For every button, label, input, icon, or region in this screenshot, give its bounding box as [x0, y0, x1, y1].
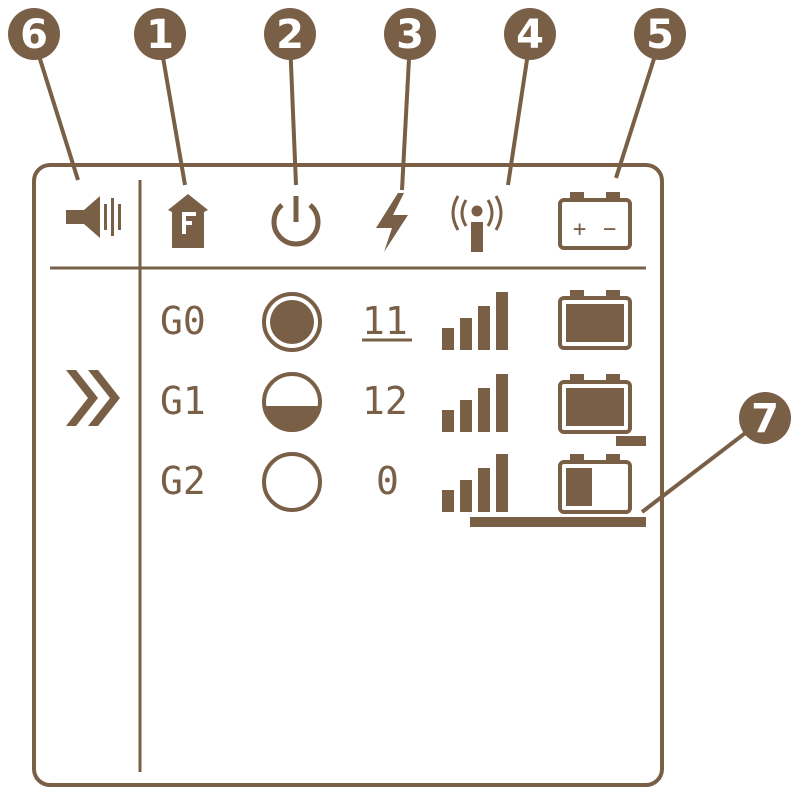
- battery-full-icon: [558, 374, 632, 434]
- signal-bars-icon: [442, 374, 508, 432]
- battery-full-icon: [558, 290, 632, 350]
- signal-bars-icon: [442, 292, 508, 350]
- double-chevron-right-icon: [66, 370, 120, 426]
- lightning-icon: [376, 193, 408, 252]
- svg-text:+: +: [573, 217, 586, 242]
- callout-line-1: [158, 39, 187, 186]
- battery-plus-minus-icon: + −: [558, 192, 632, 250]
- count-value: 12: [362, 379, 408, 423]
- status-empty-icon: [262, 452, 322, 512]
- callout-3: 3: [384, 8, 436, 60]
- callout-circle: [384, 8, 436, 60]
- callout-number: 5: [646, 12, 674, 58]
- callout-circle: [504, 8, 556, 60]
- house-f-icon: [168, 194, 208, 248]
- callout-line-3: [400, 39, 412, 191]
- minus-marker: [616, 436, 646, 446]
- battery-fill: [566, 468, 592, 506]
- power-icon: [271, 196, 321, 247]
- callout-circle: [264, 8, 316, 60]
- status-full-icon: [262, 292, 322, 352]
- callout-lines: [32, 39, 767, 514]
- row-g2: G2 0: [160, 452, 646, 527]
- callout-number: 3: [396, 12, 424, 58]
- callout-line-2: [288, 39, 298, 186]
- speaker-icon: [66, 196, 121, 238]
- callout-circle: [739, 392, 791, 444]
- callout-number: 1: [146, 12, 174, 58]
- antenna-signal-icon: [451, 195, 503, 252]
- group-label: G2: [160, 459, 206, 503]
- callout-2: 2: [264, 8, 316, 60]
- row-g1: G1 12: [160, 372, 646, 446]
- callout-7: 7: [739, 392, 791, 444]
- callout-4: 4: [504, 8, 556, 60]
- count-value: 11: [362, 299, 408, 343]
- underline-marker: [470, 517, 646, 527]
- screen-frame: [32, 163, 664, 787]
- row-g0: G0 11: [160, 290, 632, 352]
- group-label: G0: [160, 299, 206, 343]
- callout-number: 4: [516, 12, 544, 58]
- status-half-icon: [262, 372, 322, 432]
- callout-6: 6: [8, 8, 60, 60]
- callout-number: 7: [751, 396, 779, 442]
- callout-circle: [634, 8, 686, 60]
- group-label: G1: [160, 379, 206, 423]
- callout-circle: [134, 8, 186, 60]
- callout-line-6: [32, 39, 80, 181]
- count-value: 0: [376, 459, 399, 503]
- signal-bars-icon: [442, 454, 508, 512]
- callout-line-4: [506, 39, 532, 186]
- svg-text:−: −: [603, 217, 616, 242]
- battery-partial-icon: [558, 454, 632, 514]
- callout-1: 1: [134, 8, 186, 60]
- callout-number: 2: [276, 12, 304, 58]
- callout-5: 5: [634, 8, 686, 60]
- callout-circle: [8, 8, 60, 60]
- callout-line-5: [614, 39, 662, 179]
- callout-number: 6: [20, 12, 48, 58]
